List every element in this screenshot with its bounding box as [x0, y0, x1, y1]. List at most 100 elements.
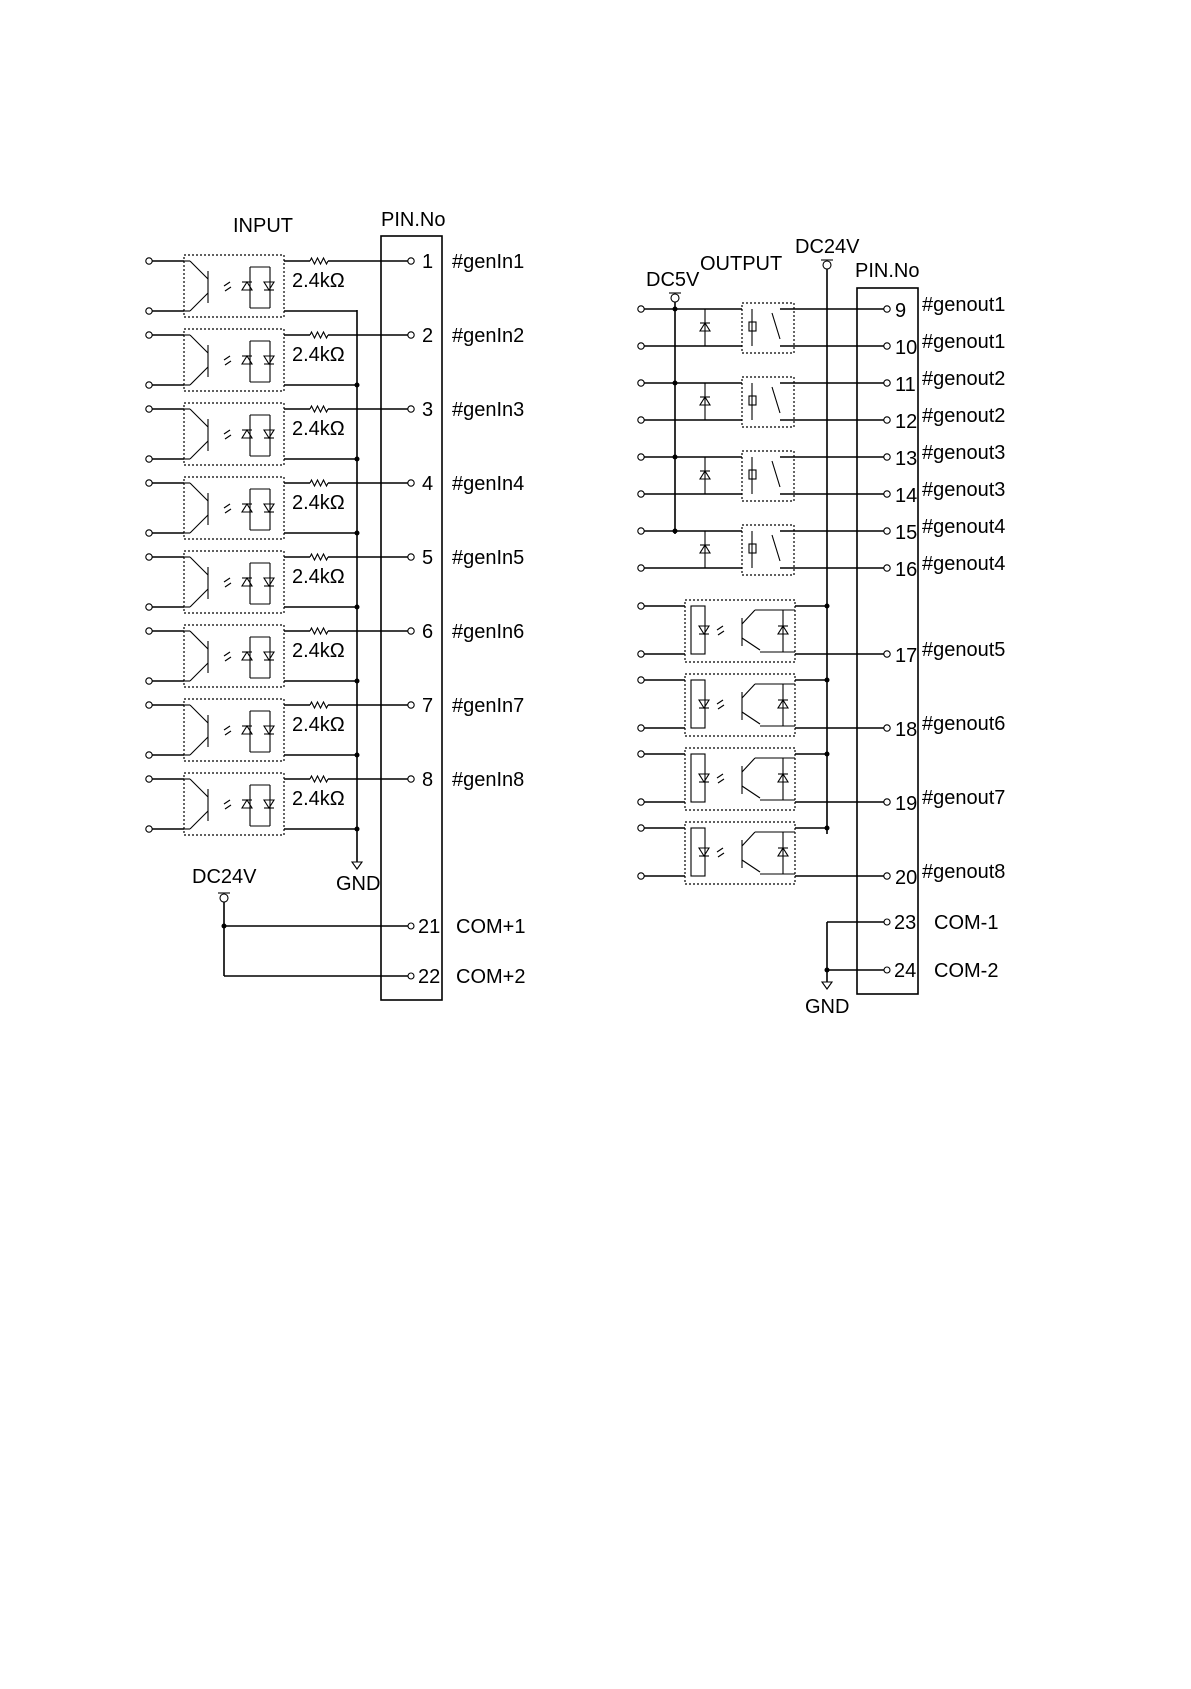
resistor-label: 2.4kΩ — [292, 270, 345, 292]
pin-number: 8 — [422, 769, 433, 791]
transistor-output-channel: 20#genout8 — [637, 821, 1005, 889]
pin-23-terminal — [883, 918, 891, 926]
pin-terminal — [407, 257, 415, 265]
pin-24-terminal — [883, 966, 891, 974]
output-signal-label: #genout3 — [922, 479, 1005, 501]
output-terminal-top — [637, 750, 645, 758]
optocoupler-box — [183, 328, 285, 392]
dc5v-terminal — [669, 292, 681, 303]
input-terminal-top — [145, 331, 153, 339]
pin-number: 12 — [895, 411, 917, 433]
input-pin-header: PIN.No — [381, 209, 445, 231]
input-gnd-label: GND — [336, 873, 380, 895]
output-led-icon — [698, 699, 710, 710]
relay-pin-row: 13#genout3 — [637, 442, 1005, 502]
pin-number: 18 — [895, 719, 917, 741]
input-diode-icon — [263, 725, 275, 736]
output-terminal-top — [637, 602, 645, 610]
pin-terminal — [407, 331, 415, 339]
resistor-icon — [309, 626, 329, 636]
input-diode-icon — [263, 577, 275, 588]
pin-terminal — [407, 701, 415, 709]
pin-number: 13 — [895, 448, 917, 470]
output-signal-label: #genout6 — [922, 713, 1005, 735]
input-signal-label: #genIn4 — [452, 473, 524, 495]
dc24v-terminal — [821, 259, 833, 270]
output-terminal — [637, 527, 645, 535]
pin-22-number: 22 — [418, 966, 440, 988]
relay-box — [741, 376, 795, 428]
pin-number: 17 — [895, 645, 917, 667]
optocoupler-box — [183, 254, 285, 318]
pin-22-terminal — [407, 972, 415, 980]
optocoupler-box — [684, 821, 796, 885]
output-terminal — [637, 305, 645, 313]
resistor-label: 2.4kΩ — [292, 640, 345, 662]
pin-number: 5 — [422, 547, 433, 569]
input-terminal-bottom — [145, 751, 153, 759]
input-terminal-bottom — [145, 381, 153, 389]
output-signal-label: #genout1 — [922, 294, 1005, 316]
output-terminal — [637, 416, 645, 424]
pin-number: 14 — [895, 485, 917, 507]
optocoupler-box — [183, 476, 285, 540]
output-terminal-bottom — [637, 650, 645, 658]
output-gnd-symbol — [820, 981, 834, 990]
output-signal-label: #genout2 — [922, 368, 1005, 390]
input-terminal-top — [145, 553, 153, 561]
resistor-icon — [309, 404, 329, 414]
output-terminal-bottom — [637, 724, 645, 732]
transistor-output-channel: 18#genout6 — [637, 673, 1005, 741]
input-signal-label: #genIn6 — [452, 621, 524, 643]
pin-number: 20 — [895, 867, 917, 889]
input-terminal-top — [145, 257, 153, 265]
pin-21-number: 21 — [418, 916, 440, 938]
pin-terminal — [883, 453, 891, 461]
input-terminal-top — [145, 701, 153, 709]
pin-number: 4 — [422, 473, 433, 495]
input-terminal-bottom — [145, 529, 153, 537]
output-terminal — [637, 490, 645, 498]
input-channel: 2.4kΩ 1 #genIn1 — [145, 251, 524, 318]
pin-number: 1 — [422, 251, 433, 273]
pin-number: 19 — [895, 793, 917, 815]
input-connector — [380, 235, 443, 1001]
pin-terminal — [883, 564, 891, 572]
output-terminal — [637, 379, 645, 387]
pin-terminal — [883, 724, 891, 732]
resistor-label: 2.4kΩ — [292, 344, 345, 366]
relay-box — [741, 524, 795, 576]
pin-terminal — [883, 305, 891, 313]
output-signal-label: #genout5 — [922, 639, 1005, 661]
output-signal-label: #genout7 — [922, 787, 1005, 809]
output-led-icon — [698, 773, 710, 784]
resistor-label: 2.4kΩ — [292, 714, 345, 736]
pin-number: 16 — [895, 559, 917, 581]
input-channel: 2.4kΩ 2 #genIn2 — [145, 325, 524, 392]
pin-terminal — [883, 798, 891, 806]
input-signal-label: #genIn2 — [452, 325, 524, 347]
output-connector — [856, 287, 919, 995]
output-signal-label: #genout3 — [922, 442, 1005, 464]
input-signal-label: #genIn1 — [452, 251, 524, 273]
resistor-label: 2.4kΩ — [292, 566, 345, 588]
relay-pin-row: 11#genout2 — [637, 368, 1005, 428]
output-signal-label: #genout1 — [922, 331, 1005, 353]
relay-pin-row: 14#genout3 — [637, 479, 1005, 507]
input-diode-icon — [263, 429, 275, 440]
pin-terminal — [883, 872, 891, 880]
pin-terminal — [883, 490, 891, 498]
optocoupler-box — [183, 624, 285, 688]
resistor-label: 2.4kΩ — [292, 788, 345, 810]
pin-terminal — [407, 479, 415, 487]
resistor-label: 2.4kΩ — [292, 418, 345, 440]
pin-terminal — [883, 416, 891, 424]
input-terminal-top — [145, 775, 153, 783]
relay-pin-row: 16#genout4 — [637, 553, 1005, 581]
pin-number: 2 — [422, 325, 433, 347]
output-terminal-bottom — [637, 872, 645, 880]
